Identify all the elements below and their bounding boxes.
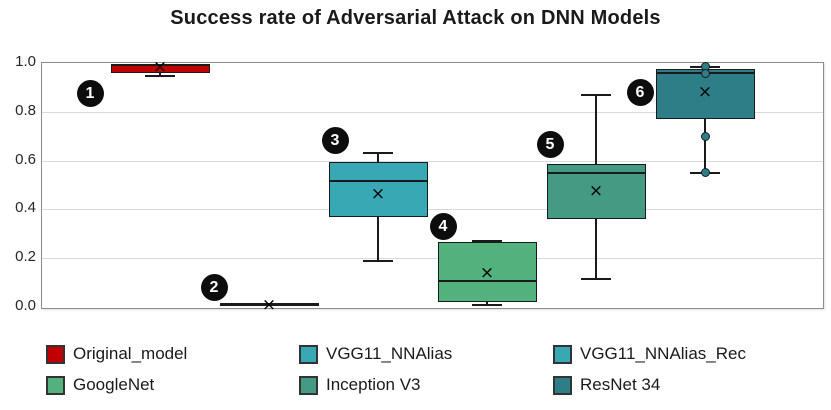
whisker-lower (159, 72, 161, 77)
badge-5: 5 (536, 130, 564, 158)
box-GoogleNet (437, 242, 537, 303)
legend-swatch (553, 375, 572, 395)
mean-marker: × (697, 82, 713, 103)
median-line (437, 280, 537, 283)
data-point (700, 131, 710, 141)
mean-marker: × (370, 183, 386, 204)
legend-label: Inception V3 (326, 375, 421, 394)
legend-item-vgg11-nnalias-rec: VGG11_NNAlias_Rec (553, 342, 816, 366)
whisker-cap-upper (363, 152, 393, 155)
whisker-upper (595, 94, 597, 165)
legend-item-original-model: Original_model (46, 342, 299, 366)
plot-area: × 1 × 2 × 3 × 4 × 5 × 6 (41, 58, 824, 314)
y-tick-label: 0.4 (15, 199, 36, 217)
badge-2: 2 (200, 273, 228, 301)
badge-6: 6 (626, 78, 654, 106)
median-line (328, 180, 428, 183)
gridline (42, 160, 823, 162)
badge-1: 1 (76, 79, 104, 107)
whisker-cap-lower (581, 277, 611, 280)
y-tick-label: 0.0 (15, 297, 36, 314)
median-line (546, 171, 646, 174)
legend-swatch (299, 375, 318, 395)
whisker-lower (486, 302, 488, 305)
y-tick-label: 0.8 (15, 101, 36, 119)
whisker-cap-upper (581, 93, 611, 96)
mean-marker: × (261, 294, 277, 315)
legend-item-googlenet: GoogleNet (46, 373, 299, 397)
y-tick-label: 1.0 (15, 53, 36, 70)
median-line (110, 64, 210, 67)
legend-label: VGG11_NNAlias_Rec (580, 344, 746, 363)
legend-item-inception-v3: Inception V3 (299, 373, 553, 397)
whisker-lower (595, 219, 597, 279)
whisker-lower (704, 119, 706, 173)
legend-label: Original_model (73, 344, 188, 363)
legend-swatch (46, 344, 65, 364)
legend-swatch (299, 344, 318, 364)
whisker-cap-lower (363, 259, 393, 262)
median-line (219, 303, 319, 306)
legend-label: GoogleNet (73, 375, 155, 394)
badge-4: 4 (429, 212, 457, 240)
gridline (42, 209, 823, 211)
whisker-cap-lower (145, 75, 175, 78)
data-point (700, 168, 710, 178)
legend-item-resnet-34: ResNet 34 (553, 373, 816, 397)
gridline (42, 111, 823, 113)
mean-marker: × (152, 56, 168, 77)
legend: Original_model VGG11_NNAlias VGG11_NNAlias… (46, 342, 816, 397)
legend-swatch (553, 344, 572, 364)
whisker-cap-upper (472, 240, 502, 243)
chart-title: Success rate of Adversarial Attack on DN… (170, 7, 661, 29)
whisker-cap-lower (472, 303, 502, 306)
mean-marker: × (479, 262, 495, 283)
legend-swatch (46, 375, 65, 395)
y-tick-label: 0.6 (15, 150, 36, 168)
badge-3: 3 (321, 126, 349, 154)
y-tick-label: 0.2 (15, 248, 36, 266)
legend-label: VGG11_NNAlias (326, 344, 453, 363)
legend-item-vgg11-nnalias: VGG11_NNAlias (299, 342, 553, 366)
mean-marker: × (588, 181, 604, 202)
gridline (42, 258, 823, 260)
whisker-lower (377, 216, 379, 261)
data-point (700, 69, 710, 79)
box-VGG11_NNAlias_Rec (328, 161, 428, 217)
legend-label: ResNet 34 (580, 375, 661, 394)
whisker-upper (377, 153, 379, 162)
